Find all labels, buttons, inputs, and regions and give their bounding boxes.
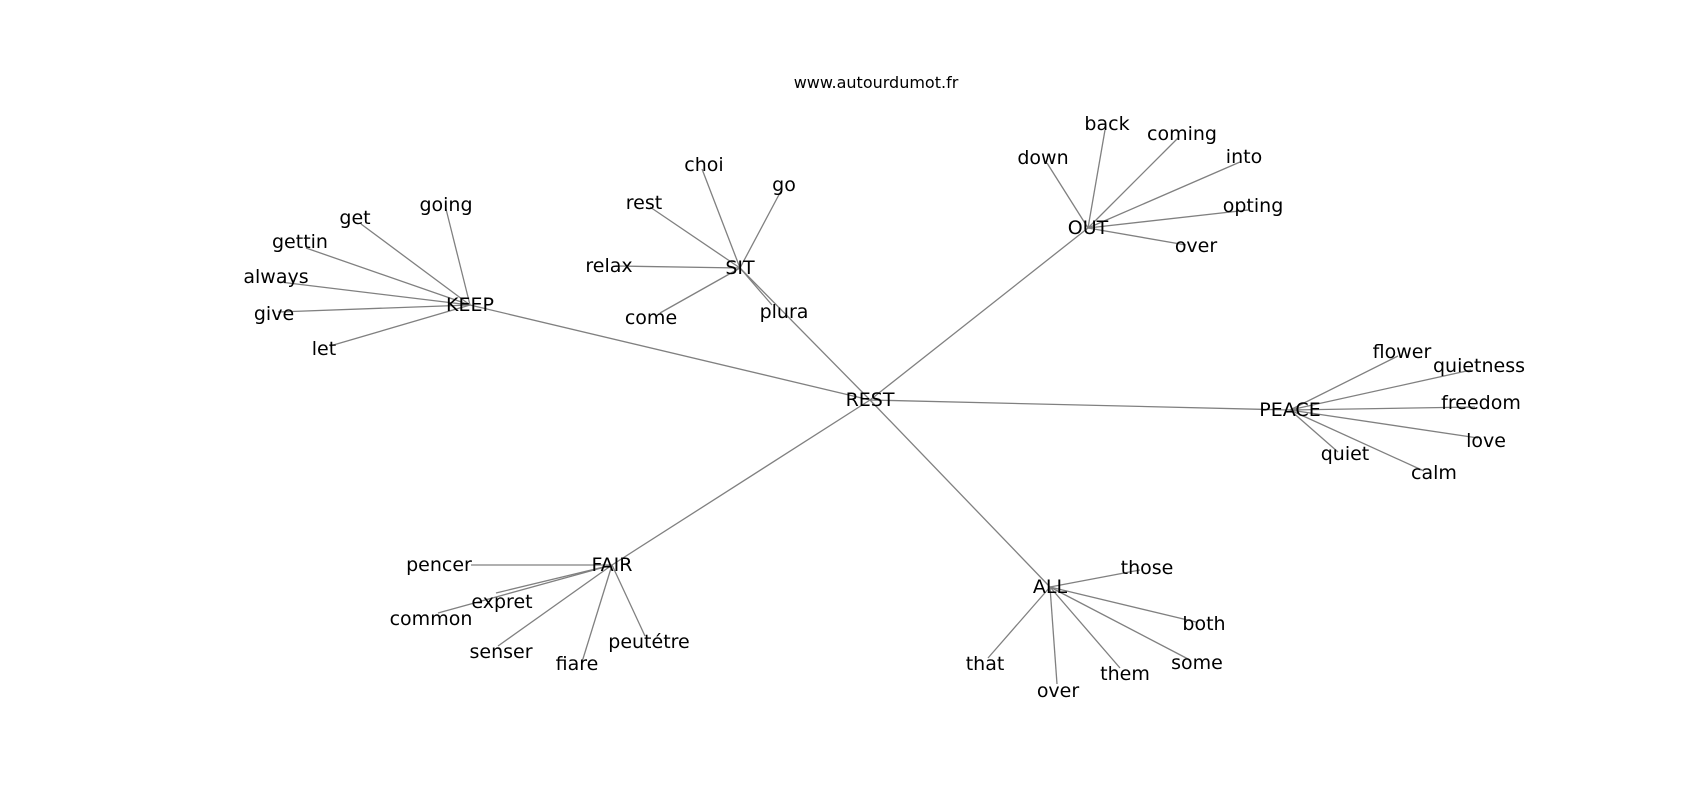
word-all-3: them xyxy=(1100,663,1150,685)
hub-out: OUT xyxy=(1068,217,1109,239)
edge-peace-0 xyxy=(1289,355,1399,411)
word-sit-1: go xyxy=(772,174,796,196)
word-out-3: into xyxy=(1226,146,1262,168)
edge-out-3 xyxy=(1087,161,1241,229)
word-keep-2: gettin xyxy=(272,231,328,253)
hub-rest: REST xyxy=(846,389,895,411)
word-fair-1: exрret xyxy=(471,591,532,613)
hub-fair: FAIR xyxy=(592,554,633,576)
edge-sit-2 xyxy=(649,206,741,269)
edge-fair-3 xyxy=(497,564,613,647)
word-fair-2: common xyxy=(390,608,473,630)
hub-all: ALL xyxy=(1033,576,1068,598)
edge-rest-keep xyxy=(469,304,871,401)
edge-rest-fair xyxy=(611,399,871,566)
word-all-2: some xyxy=(1171,652,1223,674)
word-sit-3: relax xyxy=(585,255,632,277)
word-keep-5: let xyxy=(312,338,336,360)
edge-keep-2 xyxy=(305,247,471,306)
edge-all-2 xyxy=(1049,586,1191,661)
word-fair-3: senser xyxy=(469,641,532,663)
word-fair-5: peutétre xyxy=(608,631,689,653)
edge-fair-5 xyxy=(611,564,646,637)
edge-keep-4 xyxy=(277,304,471,313)
edge-sit-1 xyxy=(739,188,783,269)
edge-sit-3 xyxy=(615,265,741,269)
word-sit-2: rest xyxy=(626,192,662,214)
edge-peace-2 xyxy=(1289,406,1476,411)
edge-keep-3 xyxy=(279,281,471,306)
word-all-4: over xyxy=(1037,680,1080,702)
edge-rest-peace xyxy=(869,399,1291,411)
word-sit-5: plura xyxy=(760,301,809,323)
word-keep-0: going xyxy=(419,194,472,216)
edge-rest-out xyxy=(869,227,1089,401)
hub-peace: PEACE xyxy=(1259,399,1320,421)
edge-out-0 xyxy=(1087,129,1106,229)
word-out-2: down xyxy=(1017,147,1068,169)
word-peace-2: freedom xyxy=(1441,392,1521,414)
edge-all-4 xyxy=(1049,586,1058,685)
word-peace-5: quiet xyxy=(1321,443,1370,465)
site-caption: www.autourdumot.fr xyxy=(794,73,959,92)
edge-sit-5 xyxy=(739,267,773,306)
edge-out-1 xyxy=(1087,137,1179,229)
edge-rest-all xyxy=(869,399,1051,588)
graph-labels: www.autourdumot.fr REST going get gettin al… xyxy=(243,73,1525,702)
edge-sit-4 xyxy=(659,267,741,314)
edge-peace-3 xyxy=(1289,409,1479,439)
word-out-5: over xyxy=(1175,235,1218,257)
edge-fair-4 xyxy=(581,564,613,663)
edge-all-1 xyxy=(1049,586,1197,623)
word-all-5: that xyxy=(966,653,1005,675)
edge-peace-1 xyxy=(1289,369,1472,411)
graph-edges xyxy=(277,129,1479,685)
edge-out-4 xyxy=(1087,209,1249,229)
word-keep-1: get xyxy=(339,207,370,229)
word-out-4: opting xyxy=(1223,195,1284,217)
edge-out-2 xyxy=(1046,162,1089,229)
edge-all-3 xyxy=(1049,586,1121,669)
word-out-1: coming xyxy=(1147,123,1217,145)
hub-sit: SIT xyxy=(725,257,755,279)
hub-keep: KEEP xyxy=(446,294,494,316)
edge-fair-2 xyxy=(437,564,613,614)
word-peace-3: love xyxy=(1466,430,1506,452)
word-fair-0: pencer xyxy=(406,554,472,576)
word-peace-1: quietness xyxy=(1433,355,1525,377)
word-sit-4: come xyxy=(625,307,677,329)
edge-keep-0 xyxy=(445,208,471,306)
edge-keep-1 xyxy=(360,223,471,306)
edge-sit-0 xyxy=(701,168,741,269)
word-out-0: back xyxy=(1084,113,1129,135)
edge-peace-4 xyxy=(1289,409,1425,472)
word-all-1: both xyxy=(1182,613,1225,635)
edge-keep-5 xyxy=(329,304,471,347)
edge-all-5 xyxy=(987,586,1051,659)
word-fair-4: fiare xyxy=(556,653,599,675)
edge-all-0 xyxy=(1049,569,1141,588)
edge-out-5 xyxy=(1087,227,1187,246)
word-sit-0: choi xyxy=(684,154,723,176)
word-keep-3: always xyxy=(243,266,308,288)
word-peace-0: flower xyxy=(1373,341,1432,363)
word-peace-4: calm xyxy=(1411,462,1457,484)
word-keep-4: give xyxy=(254,303,294,325)
word-all-0: those xyxy=(1121,557,1174,579)
edge-rest-sit xyxy=(739,267,871,401)
edge-peace-5 xyxy=(1289,409,1339,453)
